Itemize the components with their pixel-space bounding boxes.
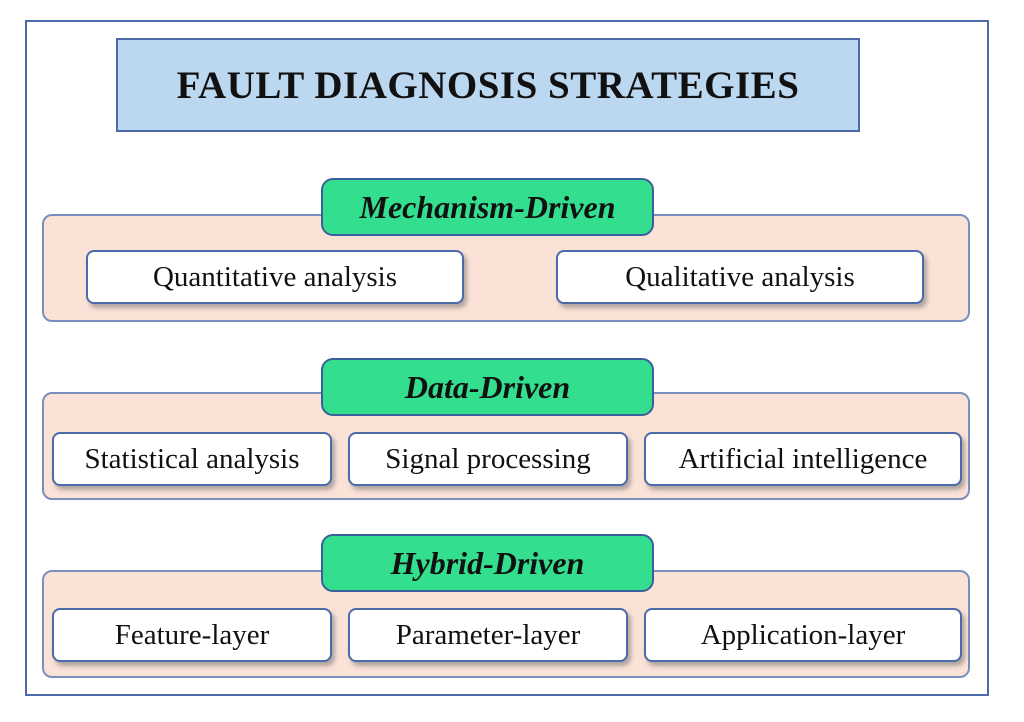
item-qualitative-analysis: Qualitative analysis: [556, 250, 924, 304]
item-quantitative-analysis: Quantitative analysis: [86, 250, 464, 304]
diagram-title: FAULT DIAGNOSIS STRATEGIES: [116, 38, 860, 132]
item-parameter-layer: Parameter-layer: [348, 608, 628, 662]
item-artificial-intelligence: Artificial intelligence: [644, 432, 962, 486]
section-label-hybrid-driven: Hybrid-Driven: [321, 534, 654, 592]
item-feature-layer: Feature-layer: [52, 608, 332, 662]
item-application-layer: Application-layer: [644, 608, 962, 662]
item-signal-processing: Signal processing: [348, 432, 628, 486]
section-label-mechanism-driven: Mechanism-Driven: [321, 178, 654, 236]
section-label-data-driven: Data-Driven: [321, 358, 654, 416]
item-statistical-analysis: Statistical analysis: [52, 432, 332, 486]
